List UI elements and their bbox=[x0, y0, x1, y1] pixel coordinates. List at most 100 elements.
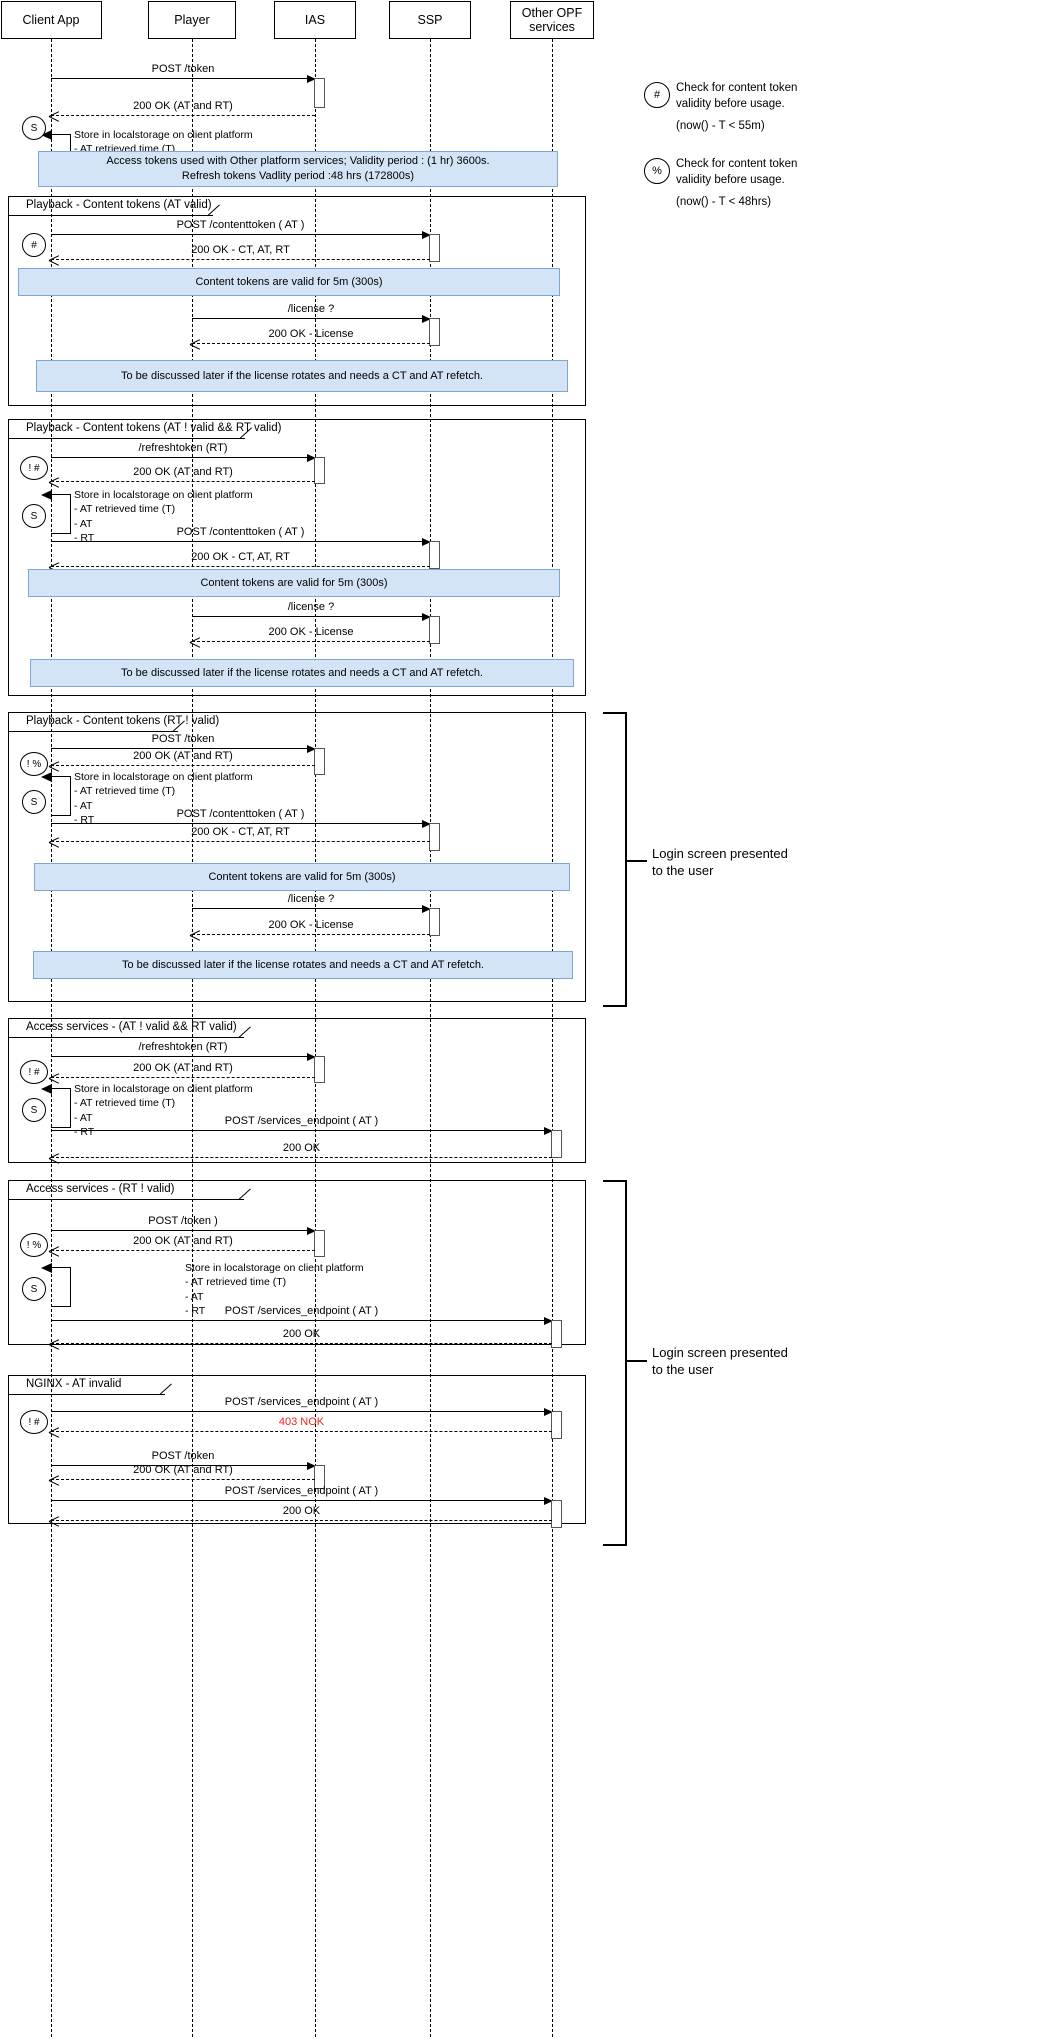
activation-other bbox=[551, 1320, 562, 1348]
msg-license-q-1-label: /license ? bbox=[287, 303, 335, 315]
fragment-access-at-invalid-label-bar bbox=[8, 1018, 244, 1038]
fragment-access-rt-invalid-label: Access services - (RT ! valid) bbox=[26, 1183, 175, 1195]
store-note-line-4: - RT bbox=[185, 1305, 206, 1318]
fragment-playback-at-valid bbox=[8, 196, 586, 406]
arrow-right-icon bbox=[544, 1496, 553, 1505]
fragment-playback-at-valid-label-bar bbox=[8, 196, 213, 216]
store-note-line-1: Store in localstorage on client platform bbox=[185, 1262, 364, 1274]
msg-post-token-top-label: POST /token bbox=[151, 63, 215, 75]
bracket-tick-1 bbox=[627, 860, 647, 862]
msg-ok-at-rt-2-label: 200 OK (AT and RT) bbox=[133, 466, 233, 478]
msg-post-services-5-label: POST /services_endpoint ( AT ) bbox=[224, 1305, 379, 1317]
activation-other bbox=[551, 1411, 562, 1439]
msg-ok-at-rt-4-line bbox=[51, 1077, 315, 1078]
msg-ok-200-5-line bbox=[51, 1343, 552, 1344]
msg-post-contenttoken-2-line bbox=[51, 537, 431, 546]
bracket-tick-2 bbox=[627, 1360, 647, 1362]
fragment-playback-at-valid-label: Playback - Content tokens (AT valid) bbox=[26, 199, 212, 211]
arrow-right-icon bbox=[307, 1226, 316, 1235]
store-note: Store in localstorage on client platform… bbox=[185, 1261, 364, 1319]
lifeline-client bbox=[51, 39, 52, 2037]
fragment-playback-rt-invalid bbox=[8, 712, 586, 1002]
arrow-right-icon bbox=[422, 904, 431, 913]
fragment-playback-rt-invalid-label-bar bbox=[8, 712, 178, 732]
arrow-right-icon bbox=[422, 537, 431, 546]
msg-ok-200-6-line bbox=[51, 1520, 552, 1521]
store-note-line-2: - AT retrieved time (T) bbox=[74, 785, 176, 798]
arrow-right-icon bbox=[422, 612, 431, 621]
activation-other bbox=[551, 1500, 562, 1528]
msg-post-services-4-line bbox=[51, 1126, 553, 1135]
activation-other bbox=[551, 1130, 562, 1158]
msg-post-token-5-line bbox=[51, 1226, 316, 1235]
arrow-right-icon bbox=[544, 1407, 553, 1416]
msg-post-contenttoken-2-label: POST /contenttoken ( AT ) bbox=[176, 526, 305, 538]
store-note-line-2: - AT retrieved time (T) bbox=[74, 503, 176, 516]
msg-ok-200-4-label: 200 OK bbox=[282, 1142, 321, 1154]
fragment-nginx-at-invalid bbox=[8, 1375, 586, 1524]
msg-ok-at-rt-6-label: 200 OK (AT and RT) bbox=[133, 1464, 233, 1476]
marker-not-percent-5: ! % bbox=[20, 1233, 48, 1257]
participant-other: Other OPF services bbox=[510, 1, 594, 39]
msg-ok-license-2-line bbox=[192, 641, 430, 642]
fragment-playback-at-invalid-rt-valid-label-bar bbox=[8, 419, 245, 439]
arrow-right-icon bbox=[544, 1126, 553, 1135]
note-license-rotation-3: To be discussed later if the license rot… bbox=[33, 951, 573, 979]
fragment-access-at-invalid-label: Access services - (AT ! valid && RT vali… bbox=[26, 1021, 237, 1033]
msg-403-nok-6-label: 403 NOK bbox=[278, 1416, 325, 1428]
msg-post-token-6-label: POST /token bbox=[151, 1450, 215, 1462]
fragment-playback-rt-invalid-label: Playback - Content tokens (RT ! valid) bbox=[26, 715, 220, 727]
bracket-login-1 bbox=[603, 712, 627, 1007]
msg-ok-at-rt-5-label: 200 OK (AT and RT) bbox=[133, 1235, 233, 1247]
activation-ias bbox=[314, 748, 325, 775]
legend-marker-0: # bbox=[644, 82, 670, 108]
arrow-right-icon bbox=[307, 453, 316, 462]
store-note-line-4: - RT bbox=[74, 1126, 95, 1139]
store-note-line-3: - AT bbox=[74, 799, 93, 812]
activation-ssp bbox=[429, 541, 440, 569]
store-note-line-1: Store in localstorage on client platform bbox=[74, 771, 253, 783]
arrow-right-icon bbox=[422, 230, 431, 239]
msg-ok-ct-1-label: 200 OK - CT, AT, RT bbox=[191, 244, 290, 256]
fragment-nginx-at-invalid-label-bar bbox=[8, 1375, 165, 1395]
msg-post-contenttoken-3-label: POST /contenttoken ( AT ) bbox=[176, 808, 305, 820]
note-license-rotation-2: To be discussed later if the license rot… bbox=[30, 659, 574, 687]
msg-post-services-6a-label: POST /services_endpoint ( AT ) bbox=[224, 1396, 379, 1408]
store-note-line-1: Store in localstorage on client platform bbox=[74, 129, 253, 141]
fragment-playback-at-invalid-rt-valid-label: Playback - Content tokens (AT ! valid &&… bbox=[26, 422, 282, 434]
marker-store: S bbox=[22, 116, 46, 140]
msg-200ok-top-line bbox=[51, 115, 315, 116]
msg-post-token-6-line bbox=[51, 1461, 316, 1470]
store-note-line-3: - AT bbox=[185, 1290, 204, 1303]
msg-refreshtoken-4-line bbox=[51, 1052, 316, 1061]
bracket-login-2 bbox=[603, 1180, 627, 1546]
marker-hash-1: # bbox=[22, 233, 46, 257]
fragment-access-rt-invalid-label-bar bbox=[8, 1180, 244, 1200]
msg-post-services-6b-label: POST /services_endpoint ( AT ) bbox=[224, 1485, 379, 1497]
store-note-line-2: - AT retrieved time (T) bbox=[74, 1097, 176, 1110]
store-note-line-3: - AT bbox=[74, 517, 93, 530]
marker-not-hash-4: ! # bbox=[20, 1060, 48, 1084]
legend-condition-0: (now() - T < 55m) bbox=[676, 120, 765, 132]
msg-post-services-5-line bbox=[51, 1316, 553, 1325]
self-message-store bbox=[41, 1262, 71, 1307]
activation-ias bbox=[314, 1230, 325, 1257]
arrow-right-icon bbox=[307, 744, 316, 753]
marker-store: S bbox=[22, 790, 46, 814]
note-ct-5m-2: Content tokens are valid for 5m (300s) bbox=[28, 569, 560, 597]
store-note: Store in localstorage on client platform… bbox=[74, 1082, 253, 1140]
msg-license-q-3-label: /license ? bbox=[287, 893, 335, 905]
activation-ias bbox=[314, 1056, 325, 1083]
msg-post-token-3-line bbox=[51, 744, 316, 753]
msg-ok-license-3-label: 200 OK - License bbox=[268, 919, 354, 931]
msg-ok-200-6-label: 200 OK bbox=[282, 1505, 321, 1517]
note-ct-5m-1: Content tokens are valid for 5m (300s) bbox=[18, 268, 560, 296]
arrow-left-icon bbox=[41, 1262, 52, 1273]
self-message-store bbox=[41, 1083, 71, 1128]
msg-post-contenttoken-1-line bbox=[51, 230, 431, 239]
participant-player: Player bbox=[148, 1, 236, 39]
store-note-line-1: Store in localstorage on client platform bbox=[74, 489, 253, 501]
msg-ok-at-rt-5-line bbox=[51, 1250, 315, 1251]
activation-ssp bbox=[429, 823, 440, 851]
note-license-rotation-1: To be discussed later if the license rot… bbox=[36, 360, 568, 392]
